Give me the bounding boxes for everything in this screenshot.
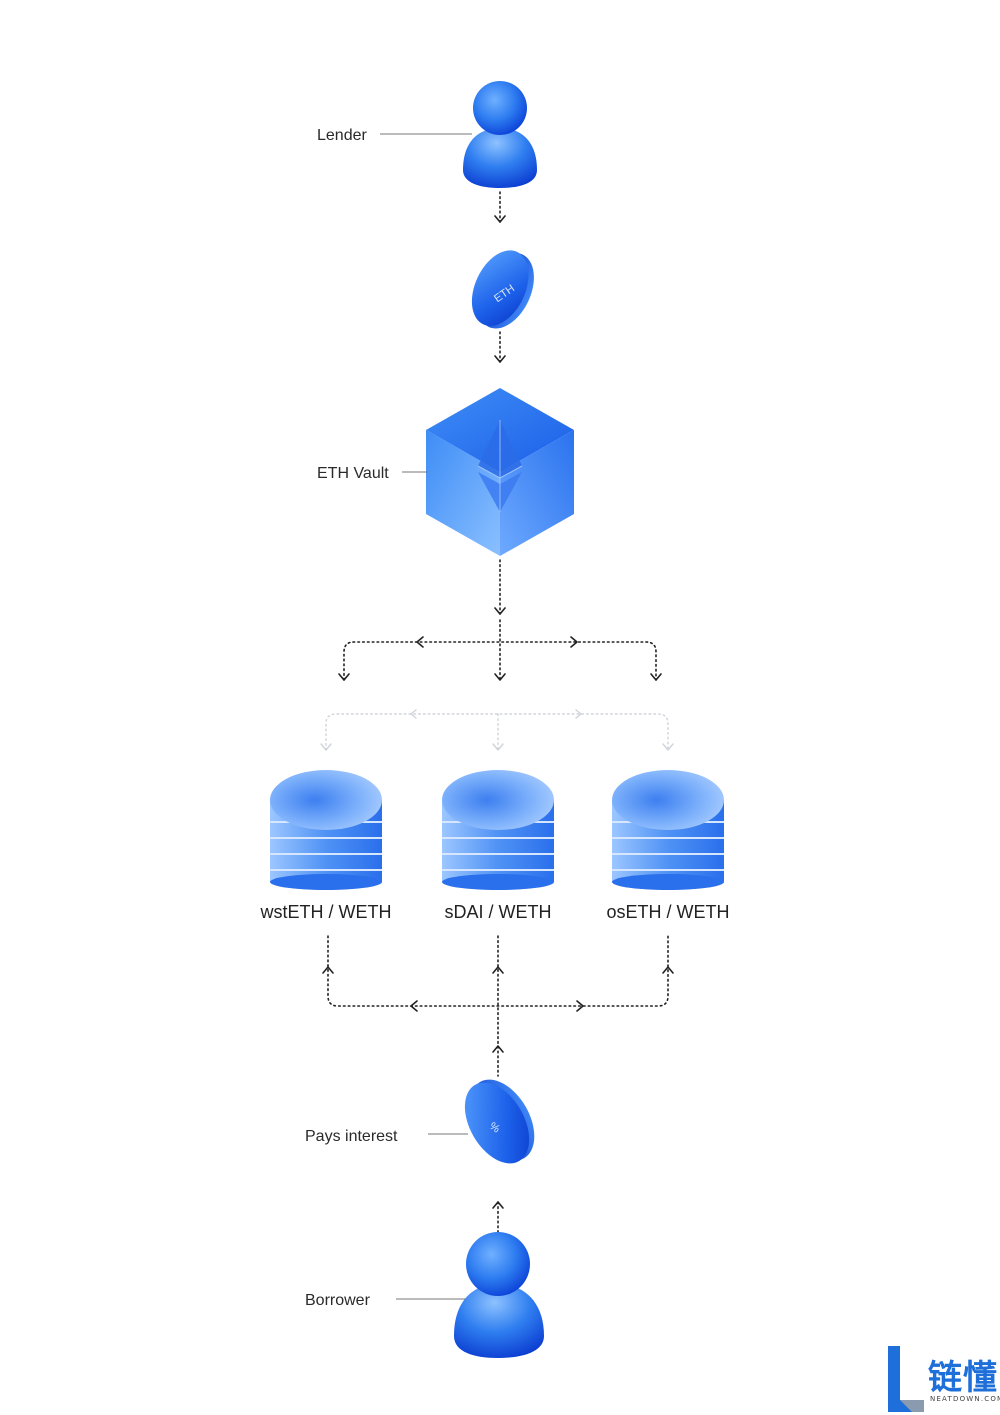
percent-coin-icon [464,1079,535,1164]
connector-borrower-to-interest [492,1201,504,1233]
vault-label: ETH Vault [317,465,389,482]
connector-faint-pools [320,709,674,751]
pool-node-oseth: osETH / WETH [606,770,730,922]
eth-coin-node: ETH [471,250,534,329]
brand-logo-icon [888,1346,924,1412]
pool-label-oseth: osETH / WETH [606,902,729,922]
connector-eth-to-vault [494,331,506,363]
brand-watermark: 链懂 NEATDOWN.COM [886,1344,1000,1414]
interest-label: Pays interest [305,1128,398,1145]
coin-stack-icon [270,770,382,890]
connector-vault-split [338,559,662,681]
brand-name: 链懂 [928,1358,998,1398]
person-icon [463,81,537,188]
pool-label-sdai: sDAI / WETH [445,902,552,922]
lender-label: Lender [317,127,367,144]
pool-label-wsteth: wstETH / WETH [260,902,392,922]
coin-stack-icon [612,770,724,890]
connector-lender-to-eth [494,191,506,223]
borrower-node: Borrower [305,1232,544,1358]
borrower-label: Borrower [305,1292,371,1309]
lender-node: Lender [317,81,537,188]
pool-node-wsteth: wstETH / WETH [260,770,392,922]
coin-stack-icon [442,770,554,890]
eth-coin-icon [471,250,534,329]
eth-cube-icon [426,388,574,556]
eth-vault-node: ETH Vault [317,388,574,556]
connector-borrower-merge [322,935,674,1077]
interest-coin-node: % Pays interest [305,1079,535,1164]
brand-subtitle: NEATDOWN.COM [930,1395,1000,1403]
pool-node-sdai: sDAI / WETH [442,770,554,922]
person-icon [454,1232,544,1358]
